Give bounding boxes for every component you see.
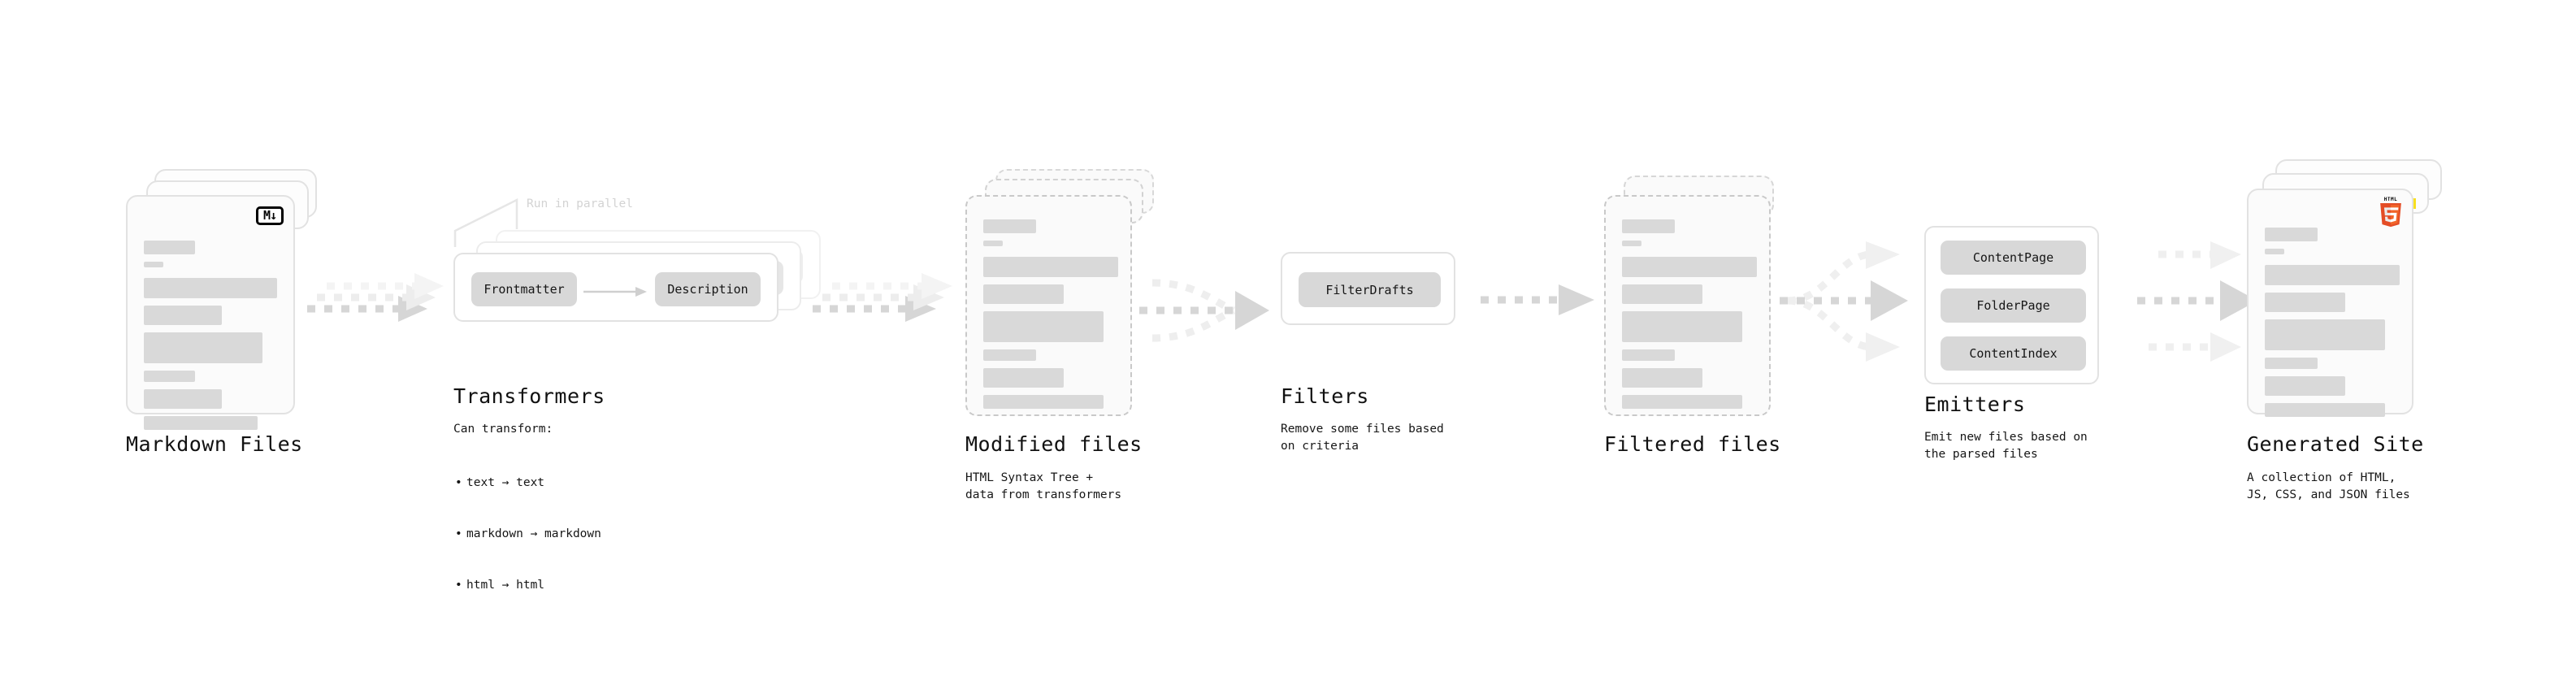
pill-description[interactable]: Description bbox=[655, 272, 761, 306]
bar bbox=[983, 311, 1104, 342]
bar bbox=[144, 262, 163, 267]
generated-site-title: Generated Site bbox=[2247, 432, 2424, 456]
markdown-card-bars bbox=[144, 241, 277, 437]
filtered-card-front bbox=[1604, 195, 1771, 416]
modified-files-sub: HTML Syntax Tree + data from transformer… bbox=[965, 471, 1122, 502]
pill-filterdrafts[interactable]: FilterDrafts bbox=[1299, 272, 1441, 307]
arrow-markdown-to-transformers bbox=[307, 273, 444, 322]
bar bbox=[1622, 219, 1675, 233]
bar bbox=[144, 278, 277, 298]
bar bbox=[1622, 241, 1641, 246]
run-in-parallel-bracket bbox=[453, 197, 518, 247]
emitters-title: Emitters bbox=[1924, 393, 2026, 416]
arrow-transformers-to-modified bbox=[813, 273, 952, 322]
bar bbox=[2265, 265, 2400, 285]
bar bbox=[983, 368, 1064, 388]
bar bbox=[144, 416, 258, 430]
bar bbox=[2265, 293, 2345, 312]
bar bbox=[1622, 284, 1702, 304]
bar bbox=[144, 241, 195, 254]
bar bbox=[983, 395, 1104, 409]
transformers-capability-list: text → text markdown → markdown html → h… bbox=[453, 440, 601, 628]
bar bbox=[2265, 358, 2318, 369]
list-item: text → text bbox=[455, 475, 601, 492]
arrow-filtered-to-emitters bbox=[1780, 241, 1908, 362]
filters-title: Filters bbox=[1281, 384, 1369, 408]
markdown-icon: M↓ bbox=[256, 206, 284, 225]
arrow-emitters-to-site bbox=[2137, 241, 2257, 362]
filtered-files-title: Filtered files bbox=[1604, 432, 1781, 456]
bar bbox=[1622, 395, 1742, 409]
pill-frontmatter[interactable]: Frontmatter bbox=[471, 272, 577, 306]
filters-card: FilterDrafts bbox=[1281, 252, 1455, 325]
run-in-parallel-label: Run in parallel bbox=[527, 197, 633, 210]
filtered-card-bars bbox=[1622, 219, 1757, 416]
arrow-filters-to-filtered bbox=[1481, 284, 1594, 315]
bar bbox=[983, 284, 1064, 304]
bar bbox=[1622, 349, 1675, 361]
modified-card-front bbox=[965, 195, 1132, 416]
pill-folderpage[interactable]: FolderPage bbox=[1941, 288, 2086, 323]
bar bbox=[1622, 311, 1742, 342]
bar bbox=[983, 257, 1118, 277]
filters-sub: Remove some files based on criteria bbox=[1281, 423, 1444, 453]
transformer-card-front: Frontmatter Description bbox=[453, 253, 778, 322]
pill-contentpage[interactable]: ContentPage bbox=[1941, 241, 2086, 275]
list-item: markdown → markdown bbox=[455, 526, 601, 543]
bar bbox=[2265, 319, 2385, 350]
emitters-sub: Emit new files based on the parsed files bbox=[1924, 431, 2088, 462]
bar bbox=[2265, 403, 2385, 417]
html5-icon: HTML bbox=[2378, 197, 2404, 230]
arrow-frontmatter-to-description bbox=[583, 287, 647, 297]
bar bbox=[983, 349, 1036, 361]
transformers-title: Transformers bbox=[453, 384, 605, 408]
bar bbox=[144, 306, 222, 325]
bar bbox=[1622, 368, 1702, 388]
bar bbox=[1622, 257, 1757, 277]
bar bbox=[983, 219, 1036, 233]
arrow-modified-to-filters bbox=[1139, 279, 1269, 342]
transformers-sub-heading: Can transform: bbox=[453, 423, 553, 436]
site-card-front: HTML bbox=[2247, 189, 2413, 417]
modified-files-title: Modified files bbox=[965, 432, 1143, 456]
generated-site-sub: A collection of HTML, JS, CSS, and JSON … bbox=[2247, 471, 2410, 502]
bar bbox=[983, 241, 1003, 246]
pill-contentindex[interactable]: ContentIndex bbox=[1941, 336, 2086, 371]
site-card-bars bbox=[2265, 228, 2400, 424]
markdown-card-front: M↓ bbox=[126, 195, 295, 430]
bar bbox=[2265, 228, 2318, 241]
modified-card-bars bbox=[983, 219, 1118, 416]
bar bbox=[144, 371, 195, 382]
bar bbox=[2265, 376, 2345, 396]
list-item: html → html bbox=[455, 577, 601, 594]
markdown-files-title: Markdown Files bbox=[126, 432, 303, 456]
bar bbox=[2265, 249, 2284, 254]
emitters-card: ContentPage FolderPage ContentIndex bbox=[1924, 226, 2099, 384]
bar bbox=[144, 389, 222, 409]
bar bbox=[144, 332, 262, 363]
